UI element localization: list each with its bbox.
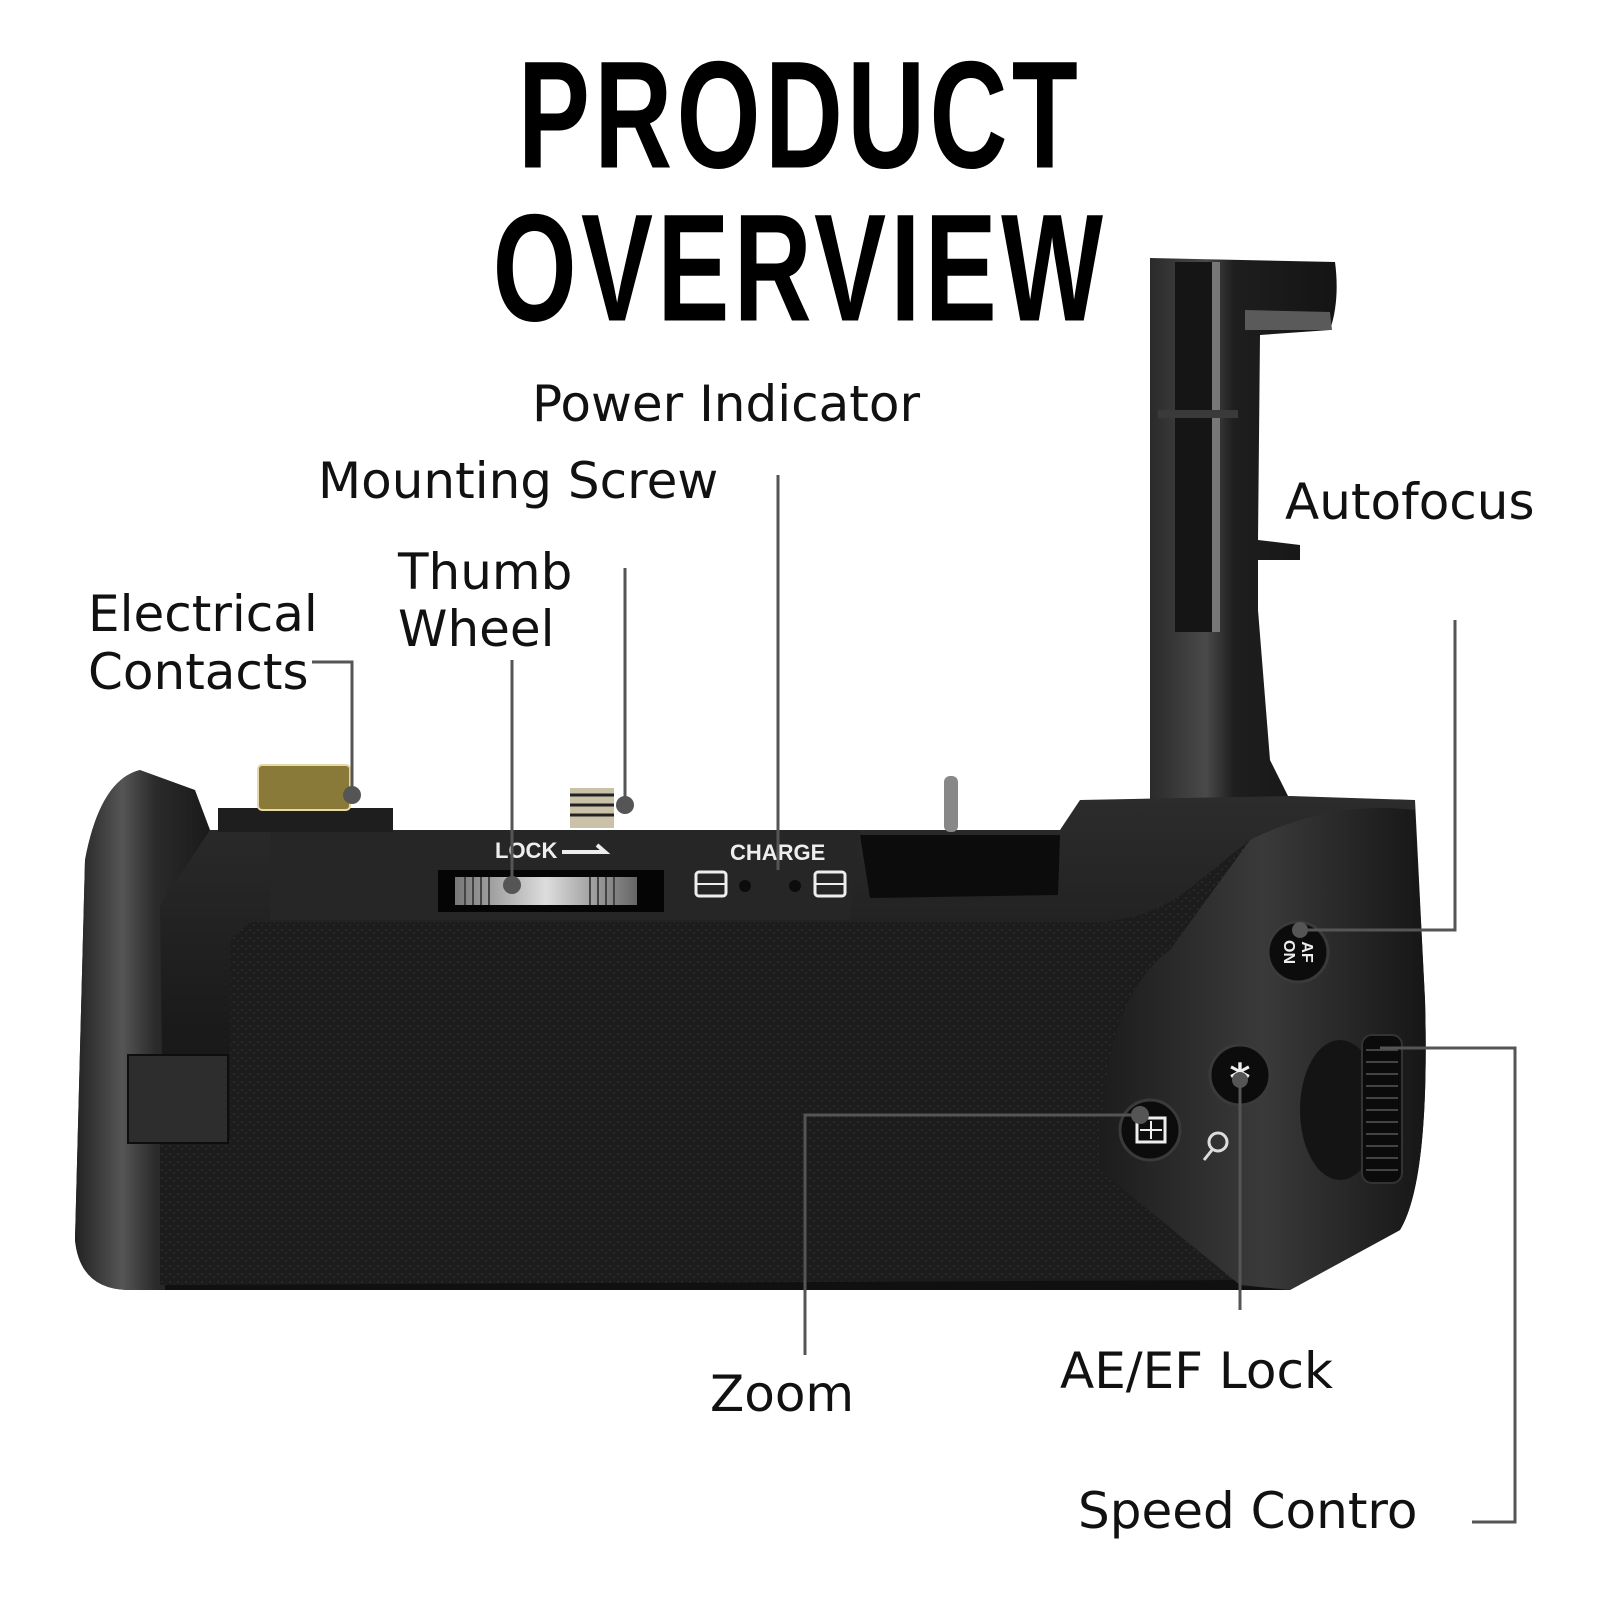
- power-indicator-led-1: [739, 880, 751, 892]
- label-ae-ef-lock: AE/EF Lock: [1060, 1342, 1333, 1400]
- battery-2-icon: [813, 870, 847, 898]
- electrical-contacts: [218, 764, 393, 832]
- power-indicator-led-2: [789, 880, 801, 892]
- electrical-dot: [343, 786, 361, 804]
- lock-arrow-icon: [562, 843, 611, 854]
- zoom-leader: [803, 1113, 1140, 1355]
- battery-tower: [1150, 258, 1337, 800]
- label-autofocus: Autofocus: [1285, 473, 1535, 531]
- svg-text:AF: AF: [1298, 941, 1315, 963]
- thumb-wheel-dot: [503, 876, 521, 894]
- battery-1-icon: [694, 870, 728, 898]
- zoom-button[interactable]: [1118, 1098, 1182, 1162]
- label-zoom: Zoom: [710, 1365, 855, 1423]
- electrical-leader: [312, 660, 354, 795]
- label-speed-control: Speed Contro: [1078, 1482, 1418, 1540]
- grip-body: [75, 770, 1426, 1290]
- thumb-wheel[interactable]: [438, 870, 664, 912]
- speed-control-dial[interactable]: [1300, 1034, 1403, 1184]
- autofocus-dot: [1292, 922, 1308, 938]
- zoom-dot: [1131, 1106, 1149, 1124]
- alignment-pin: [944, 776, 958, 832]
- magnify-icon: [1202, 1131, 1229, 1161]
- speed-control-leader: [1380, 1046, 1517, 1524]
- ae-lock-dot: [1232, 1072, 1248, 1088]
- page-title: PRODUCT OVERVIEW: [492, 28, 1108, 354]
- af-on-button[interactable]: AF ON: [1266, 920, 1330, 984]
- label-electrical-line2: Contacts: [88, 643, 309, 701]
- lock-marking: LOCK: [495, 838, 557, 863]
- label-electrical-line1: Electrical: [88, 585, 318, 643]
- label-power-indicator: Power Indicator: [532, 375, 921, 433]
- autofocus-leader: [1300, 620, 1457, 932]
- label-mounting-screw: Mounting Screw: [318, 452, 719, 510]
- leader-lines: [312, 475, 1517, 1524]
- mounting-screw: [570, 788, 614, 828]
- mounting-screw-dot: [616, 796, 634, 814]
- label-thumb-wheel-line1: Thumb: [398, 543, 573, 601]
- svg-text:ON: ON: [1280, 940, 1297, 964]
- label-thumb-wheel-line2: Wheel: [398, 600, 555, 658]
